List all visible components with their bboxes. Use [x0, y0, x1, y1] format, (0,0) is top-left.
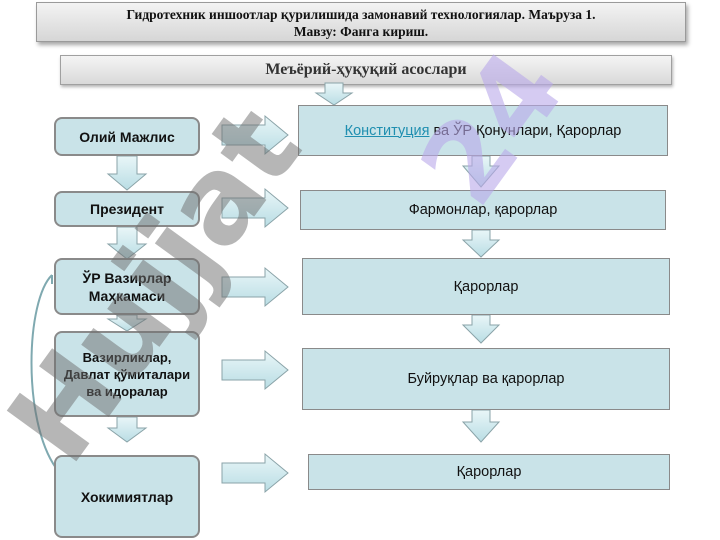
box-cabinet-label: ЎР Вазирлар Маҳкамаси [82, 269, 172, 304]
lecture-title-line1: Гидротехник иншоотлар қурилишида замонав… [126, 7, 596, 22]
arrow-right-1 [221, 114, 289, 156]
box-oliy-majlis-label: Олий Мажлис [79, 128, 175, 145]
arrow-down-left-2 [106, 226, 148, 260]
box-president-label: Президент [90, 201, 164, 217]
constitution-rest: ва ЎР Қонунлари, Қарорлар [429, 122, 622, 139]
box-ministries-label: Вазирликлар, Давлат қўмиталари ва идорал… [63, 349, 191, 399]
arrow-down-right-3 [461, 314, 501, 344]
constitution-link[interactable]: Конституция [344, 122, 430, 139]
box-constitution: Конституция ва ЎР Қонунлари, Қарорлар [298, 105, 668, 156]
box-decrees-label: Фармонлар, қарорлар [408, 202, 558, 218]
box-khokimiyat: Хокимиятлар [54, 455, 200, 538]
section-title: Меъёрий-ҳуқуқий асослари [60, 55, 672, 85]
arrow-down-subheader [314, 82, 354, 106]
arrow-down-right-4 [461, 409, 501, 443]
box-resolutions-1: Қарорлар [302, 258, 670, 315]
box-orders: Буйруқлар ва қарорлар [302, 348, 670, 410]
box-president: Президент [54, 191, 200, 227]
arrow-down-left-4 [106, 416, 148, 443]
arrow-right-5 [221, 452, 289, 494]
box-resolutions-1-label: Қарорлар [453, 278, 519, 295]
arrow-down-right-2 [461, 229, 501, 258]
box-oliy-majlis: Олий Мажлис [54, 117, 200, 156]
lecture-title-banner: Гидротехник иншоотлар қурилишида замонав… [36, 2, 686, 42]
box-decrees: Фармонлар, қарорлар [300, 190, 666, 230]
connector-curve [30, 274, 57, 469]
arrow-right-2 [221, 187, 289, 229]
arrow-right-3 [221, 266, 289, 308]
arrow-down-right-1 [461, 155, 501, 188]
box-ministries: Вазирликлар, Давлат қўмиталари ва идорал… [54, 331, 200, 417]
box-resolutions-2-label: Қарорлар [456, 464, 522, 480]
box-orders-label: Буйруқлар ва қарорлар [407, 371, 565, 387]
box-khokimiyat-label: Хокимиятлар [80, 488, 174, 505]
box-resolutions-2: Қарорлар [308, 454, 670, 490]
arrow-down-left-1 [106, 155, 148, 191]
arrow-right-4 [221, 349, 289, 391]
box-cabinet: ЎР Вазирлар Маҳкамаси [54, 258, 200, 315]
arrow-down-left-3 [106, 314, 148, 332]
lecture-title-line2: Мавзу: Фанга кириш. [293, 24, 429, 39]
